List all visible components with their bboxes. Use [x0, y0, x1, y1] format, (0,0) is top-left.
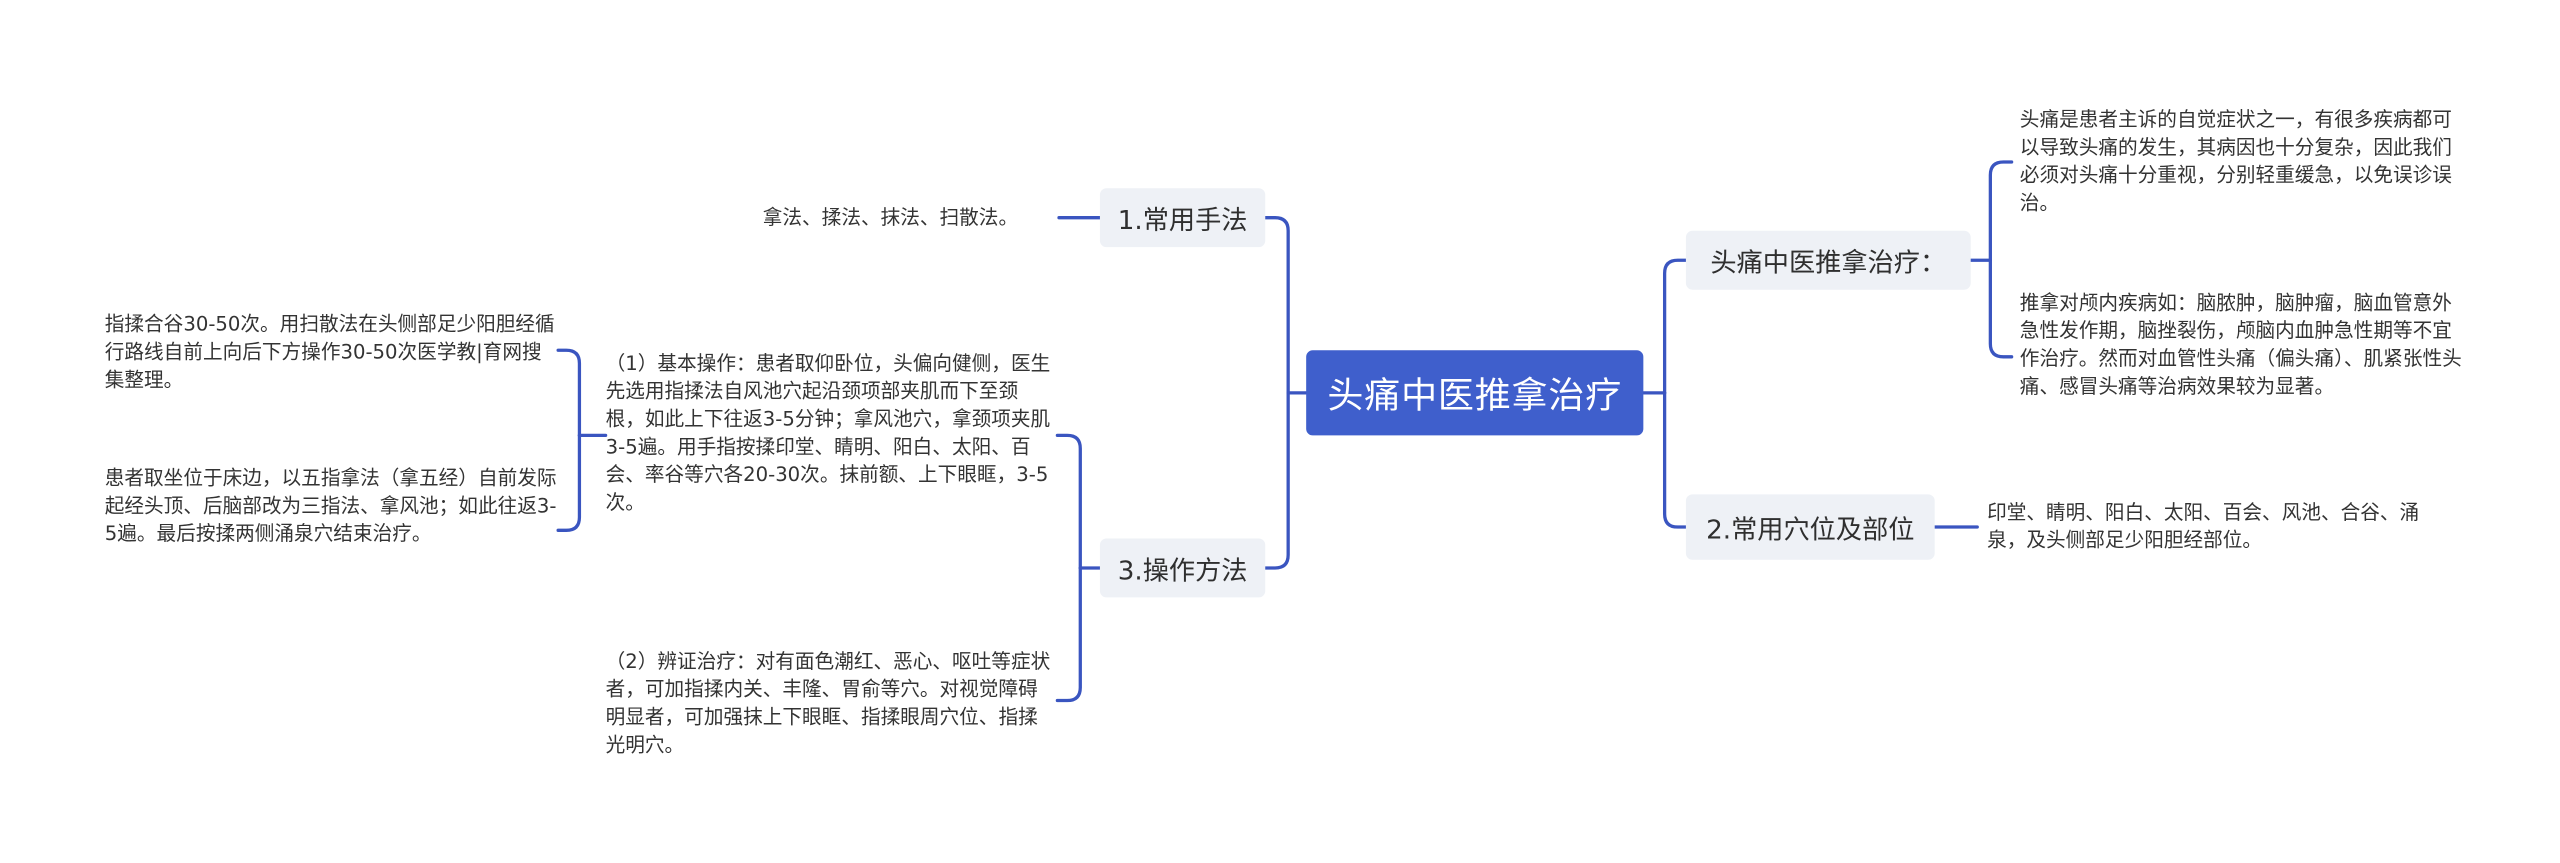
branch-common-techniques[interactable]: 1.常用手法: [1099, 188, 1266, 248]
connector-left-to-operation: [1263, 391, 1290, 570]
branch-operation-method-label: 3.操作方法: [1117, 554, 1248, 586]
leaf-acupoints-list: 印堂、睛明、阳白、太阳、百会、风池、合谷、涌泉，及头侧部足少阳胆经部位。: [1987, 500, 2420, 552]
branch-headache-treatment[interactable]: 头痛中医推拿治疗：: [1685, 230, 1971, 290]
connector-right-to-acupoints: [1662, 391, 1688, 529]
connector-treatment-to-overview: [1988, 160, 2014, 262]
connector-operation-to-basic: [1055, 433, 1082, 570]
branch-headache-treatment-label: 头痛中医推拿治疗：: [1710, 247, 1947, 279]
leaf-basic-operation: （1）基本操作：患者取仰卧位，头偏向健侧，医生先选用指揉法自风池穴起沿颈项部夹肌…: [605, 351, 1051, 514]
branch-acupoints[interactable]: 2.常用穴位及部位: [1685, 494, 1935, 560]
branch-acupoints-label: 2.常用穴位及部位: [1706, 513, 1915, 546]
connector-right-to-treatment: [1662, 258, 1688, 395]
leaf-basic-operation-child-2: 患者取坐位于床边，以五指拿法（拿五经）自前发际起经头顶、后脑部改为三指法、拿风池…: [104, 466, 557, 546]
leaf-syndrome-treatment: （2）辨证治疗：对有面色潮红、恶心、呕吐等症状者，可加指揉内关、丰隆、胃俞等穴。…: [605, 649, 1051, 757]
connector-basic-to-child-2: [556, 433, 582, 532]
connector-treatment-to-contra: [1988, 258, 2014, 359]
connector-basic-to-child-1: [556, 348, 582, 438]
connector-operation-to-syndrome: [1055, 566, 1082, 703]
leaf-headache-overview: 头痛是患者主诉的自觉症状之一，有很多疾病都可以导致头痛的发生，其病因也十分复杂，…: [2019, 108, 2452, 215]
branch-operation-method[interactable]: 3.操作方法: [1099, 538, 1266, 598]
connector-left-to-methods: [1263, 216, 1290, 395]
root-topic-label: 头痛中医推拿治疗: [1327, 376, 1623, 418]
leaf-contraindications: 推拿对颅内疾病如：脑脓肿，脑肿瘤，脑血管意外急性发作期，脑挫裂伤，颅脑内血肿急性…: [2019, 291, 2462, 398]
branch-common-techniques-label: 1.常用手法: [1117, 204, 1248, 236]
leaf-techniques-list: 拿法、揉法、抹法、扫散法。: [762, 206, 1019, 230]
leaf-basic-operation-child-1: 指揉合谷30-50次。用扫散法在头侧部足少阳胆经循行路线自前上向后下方操作30-…: [104, 312, 555, 392]
root-topic[interactable]: 头痛中医推拿治疗: [1306, 350, 1644, 436]
